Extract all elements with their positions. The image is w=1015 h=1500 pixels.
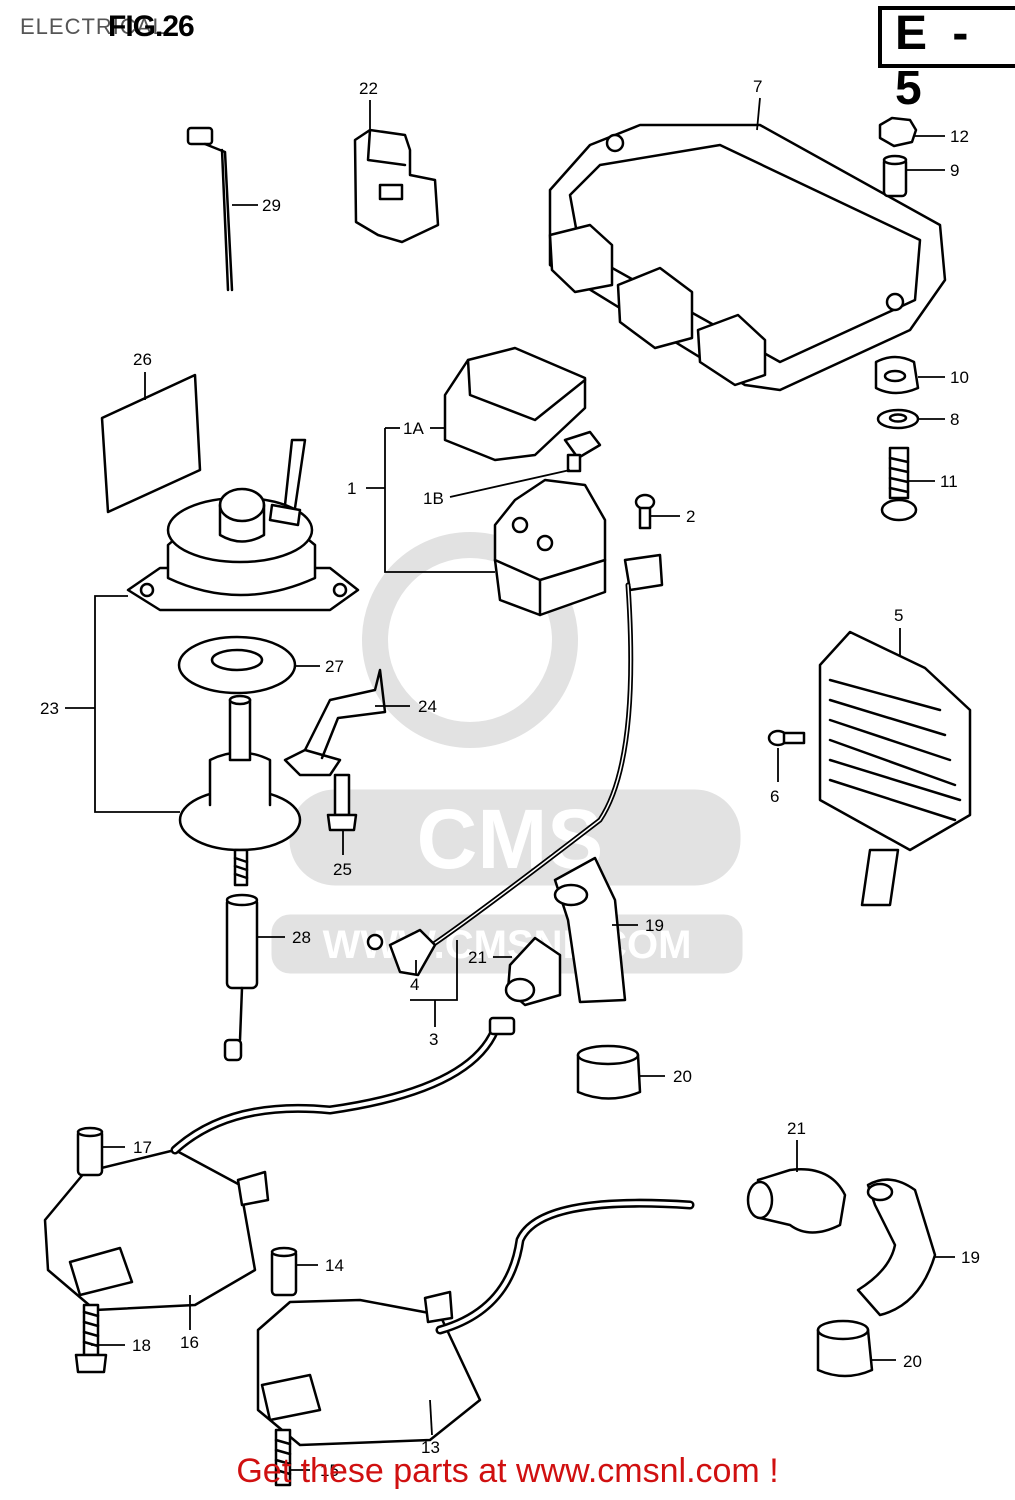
callout-12: 12 bbox=[950, 127, 969, 146]
callout-4: 4 bbox=[410, 975, 419, 994]
ignition-coil-part-16 bbox=[43, 1016, 516, 1312]
callout-2: 2 bbox=[686, 507, 695, 526]
ignition-coil-part-13 bbox=[256, 1198, 695, 1447]
callout-9: 9 bbox=[950, 161, 959, 180]
leader-lines bbox=[65, 97, 955, 1471]
spacer-part-14 bbox=[270, 1246, 298, 1297]
callout-28: 28 bbox=[292, 928, 311, 947]
callout-20-upper: 20 bbox=[673, 1067, 692, 1086]
wire-pin-part-29 bbox=[186, 126, 234, 292]
callout-13: 13 bbox=[421, 1438, 440, 1457]
callout-24: 24 bbox=[418, 697, 437, 716]
ignitor-unit-part-7 bbox=[548, 123, 947, 392]
callout-19-upper: 19 bbox=[645, 916, 664, 935]
plug-cap-part-19-upper bbox=[553, 856, 627, 1004]
callout-11: 11 bbox=[940, 472, 958, 491]
battery-lead-part-3 bbox=[366, 553, 664, 977]
callout-16: 16 bbox=[180, 1333, 199, 1352]
cap-part-20-upper bbox=[576, 1044, 642, 1100]
callout-1b: 1B bbox=[423, 489, 444, 508]
callout-14: 14 bbox=[325, 1256, 344, 1275]
callout-23: 23 bbox=[40, 699, 59, 718]
callout-7: 7 bbox=[753, 77, 762, 96]
ring-part-27 bbox=[177, 635, 297, 695]
spacer-part-9 bbox=[882, 154, 908, 198]
solenoid-part-23 bbox=[126, 438, 360, 612]
relay-cover-part-1a bbox=[443, 346, 587, 462]
bolt-part-18 bbox=[74, 1303, 108, 1374]
bracket-part-24 bbox=[283, 668, 387, 777]
screw-part-2 bbox=[634, 493, 656, 530]
starter-relay-part-1 bbox=[493, 478, 607, 617]
plunger-part-23 bbox=[178, 694, 302, 887]
callout-15: 15 bbox=[320, 1461, 339, 1480]
callout-1: 1 bbox=[347, 479, 356, 498]
grommet-part-10 bbox=[874, 355, 920, 395]
callout-8: 8 bbox=[950, 410, 959, 429]
fuse-part-1b bbox=[563, 430, 602, 473]
bolt-part-25 bbox=[326, 773, 358, 832]
callout-6: 6 bbox=[770, 787, 779, 806]
section-title: ELECTRICAL bbox=[20, 14, 166, 39]
page-code: E - 5 bbox=[895, 7, 975, 115]
callout-21-lower: 21 bbox=[787, 1119, 806, 1138]
callout-18: 18 bbox=[132, 1336, 151, 1355]
callout-25: 25 bbox=[333, 860, 352, 879]
cap-part-28 bbox=[223, 893, 259, 1062]
callout-5: 5 bbox=[894, 606, 903, 625]
watermark-face-outline bbox=[362, 532, 578, 748]
relay-part-22 bbox=[353, 128, 440, 244]
callout-3: 3 bbox=[429, 1030, 438, 1049]
bolt-part-11 bbox=[880, 446, 918, 522]
page-code-frame bbox=[878, 6, 1015, 68]
washer-part-8 bbox=[876, 408, 920, 430]
callout-17: 17 bbox=[133, 1138, 152, 1157]
callout-1a: 1A bbox=[403, 419, 424, 438]
callout-27: 27 bbox=[325, 657, 344, 676]
screw-part-6 bbox=[767, 729, 806, 747]
callout-20-lower: 20 bbox=[903, 1352, 922, 1371]
callout-26: 26 bbox=[133, 350, 152, 369]
seal-part-21-lower bbox=[746, 1168, 847, 1234]
callout-29: 29 bbox=[262, 196, 281, 215]
footer-promo-link[interactable]: Get these parts at www.cmsnl.com ! bbox=[236, 1452, 779, 1490]
nut-part-12 bbox=[878, 116, 918, 148]
callout-21-upper: 21 bbox=[468, 948, 487, 967]
spacer-part-17 bbox=[76, 1126, 104, 1177]
figure-number: FIG.26 bbox=[108, 10, 195, 43]
callout-22: 22 bbox=[359, 79, 378, 98]
watermark-url-bar bbox=[271, 914, 743, 974]
plug-cap-part-19-lower bbox=[856, 1178, 937, 1317]
bolt-part-15 bbox=[274, 1428, 292, 1487]
pad-part-26 bbox=[100, 373, 202, 514]
callout-19-lower: 19 bbox=[961, 1248, 980, 1267]
regulator-rectifier-part-5 bbox=[818, 630, 972, 907]
callout-labels: 29 22 7 12 9 10 8 11 26 1A 1 1B 2 5 6 23… bbox=[40, 77, 980, 1480]
watermark-url-text: WWW.CMSNL.COM bbox=[323, 923, 692, 967]
cap-part-20-lower bbox=[816, 1319, 874, 1378]
seal-part-21-upper bbox=[504, 936, 562, 1007]
callout-10: 10 bbox=[950, 368, 969, 387]
